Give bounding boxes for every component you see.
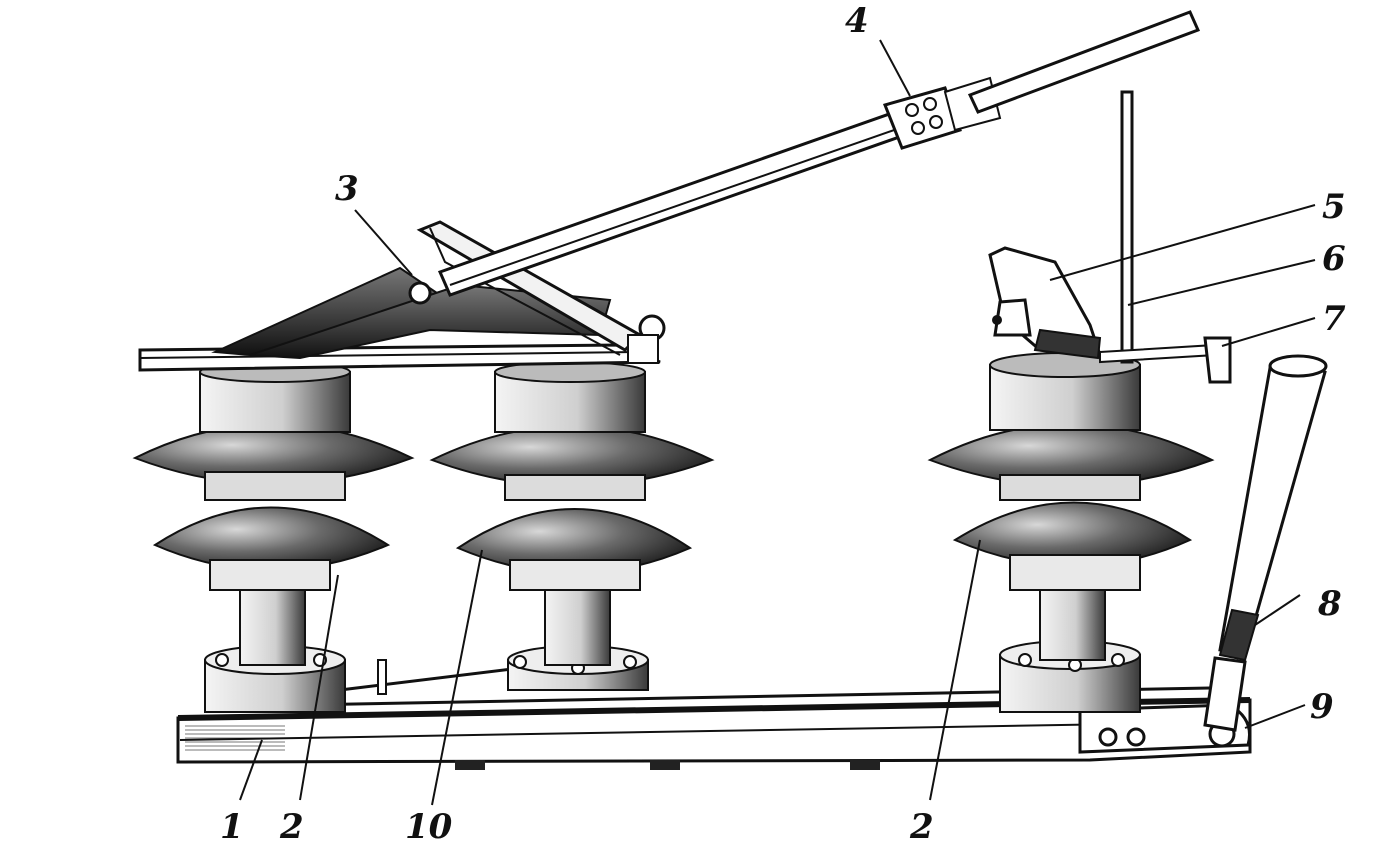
insulator-middle	[429, 361, 715, 691]
label-6: 6	[1322, 239, 1346, 279]
label-9: 9	[1310, 687, 1334, 727]
label-2-right: 2	[909, 807, 934, 847]
label-4: 4	[845, 1, 869, 41]
knife-blade	[211, 220, 666, 364]
label-3: 3	[335, 169, 359, 209]
label-7: 7	[1322, 299, 1346, 339]
leader-lines	[239, 39, 1316, 806]
label-5: 5	[1322, 187, 1346, 227]
label-10: 10	[405, 807, 453, 847]
label-2-left: 2	[279, 807, 304, 847]
callout-labels: 1 2 10 2 3 4 5 6 7 8 9	[220, 1, 1346, 847]
operating-handle	[1203, 354, 1328, 732]
label-1: 1	[220, 807, 244, 847]
rod-connector	[882, 86, 962, 150]
fixed-contact	[988, 90, 1232, 384]
link-rod	[339, 659, 521, 695]
operating-rod	[437, 10, 1201, 297]
insulator-right	[927, 352, 1215, 713]
label-8: 8	[1317, 584, 1342, 624]
insulator-left	[132, 361, 415, 713]
